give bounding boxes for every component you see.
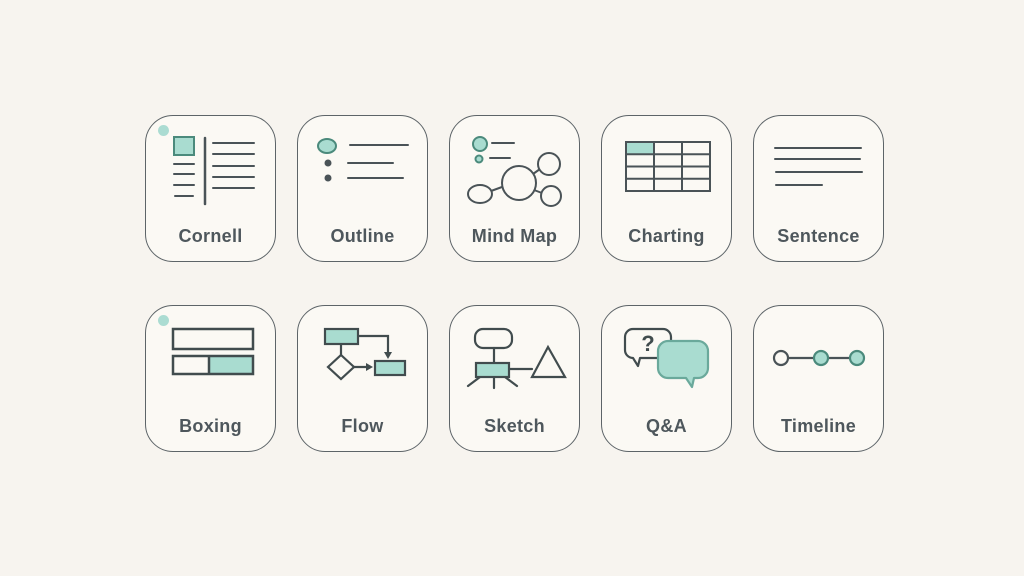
card-label-sketch: Sketch bbox=[484, 416, 545, 436]
outline-list-icon bbox=[317, 138, 409, 182]
boxing-layout-icon bbox=[171, 327, 255, 376]
sentence-lines-icon bbox=[774, 147, 863, 186]
card-qa[interactable]: ? Q&A bbox=[601, 305, 732, 452]
card-label-mind-map: Mind Map bbox=[471, 226, 558, 246]
teal-corner-dot bbox=[158, 315, 169, 326]
card-label-outline: Outline bbox=[330, 226, 395, 246]
card-charting[interactable]: Charting bbox=[601, 115, 732, 262]
card-boxing[interactable]: Boxing bbox=[145, 305, 276, 452]
card-label-qa: Q&A bbox=[646, 416, 687, 436]
sketch-diagram-icon bbox=[466, 327, 567, 390]
qa-speech-bubbles-icon: ? bbox=[623, 327, 710, 389]
question-mark-glyph: ? bbox=[641, 331, 654, 356]
card-mind-map[interactable]: Mind Map bbox=[449, 115, 580, 262]
card-label-flow: Flow bbox=[341, 416, 384, 436]
method-card-grid: Cornell Outline bbox=[145, 115, 884, 452]
card-flow[interactable]: Flow bbox=[297, 305, 428, 452]
flowchart-icon bbox=[323, 327, 407, 381]
card-sketch[interactable]: Sketch bbox=[449, 305, 580, 452]
card-timeline[interactable]: Timeline bbox=[753, 305, 884, 452]
teal-corner-dot bbox=[158, 125, 169, 136]
card-label-timeline: Timeline bbox=[780, 416, 857, 436]
card-cornell[interactable]: Cornell bbox=[145, 115, 276, 262]
timeline-dots-icon bbox=[772, 349, 866, 367]
card-label-cornell: Cornell bbox=[178, 226, 243, 246]
mind-map-icon bbox=[467, 136, 562, 207]
card-outline[interactable]: Outline bbox=[297, 115, 428, 262]
card-label-boxing: Boxing bbox=[179, 416, 242, 436]
card-label-sentence: Sentence bbox=[777, 226, 860, 246]
cornell-notes-icon bbox=[173, 136, 255, 206]
card-label-charting: Charting bbox=[628, 226, 705, 246]
charting-table-icon bbox=[625, 141, 711, 192]
card-sentence[interactable]: Sentence bbox=[753, 115, 884, 262]
